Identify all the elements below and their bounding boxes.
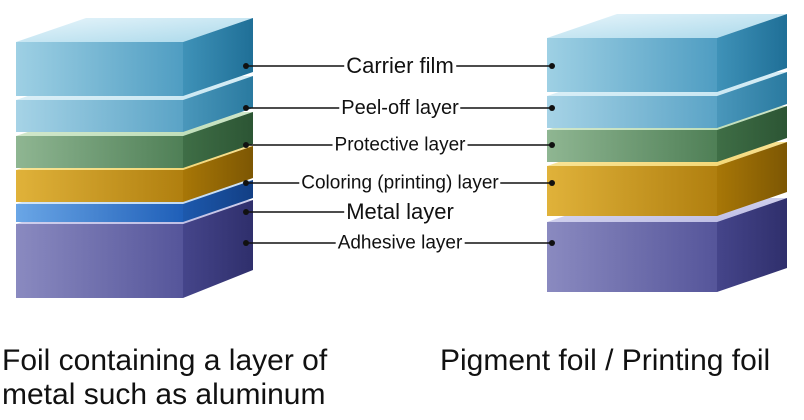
leader-dots	[243, 63, 555, 246]
right-stack	[547, 14, 787, 292]
right-carrier-layer	[547, 14, 787, 92]
left-stack	[16, 18, 253, 298]
caption-left-line1: Foil containing a layer of	[2, 344, 328, 377]
caption-left: Foil containing a layer of metal such as…	[2, 344, 327, 411]
left-carrier-layer	[16, 18, 253, 96]
label-peel-off-layer: Peel-off layer	[339, 97, 461, 119]
label-carrier-film: Carrier film	[344, 53, 456, 78]
caption-right: Pigment foil / Printing foil	[440, 344, 771, 377]
label-protective-layer: Protective layer	[332, 134, 468, 156]
label-coloring-layer: Coloring (printing) layer	[299, 172, 501, 194]
label-metal-layer: Metal layer	[344, 199, 456, 224]
caption-left-line2: metal such as aluminum	[2, 377, 326, 411]
label-adhesive-layer: Adhesive layer	[335, 232, 465, 254]
